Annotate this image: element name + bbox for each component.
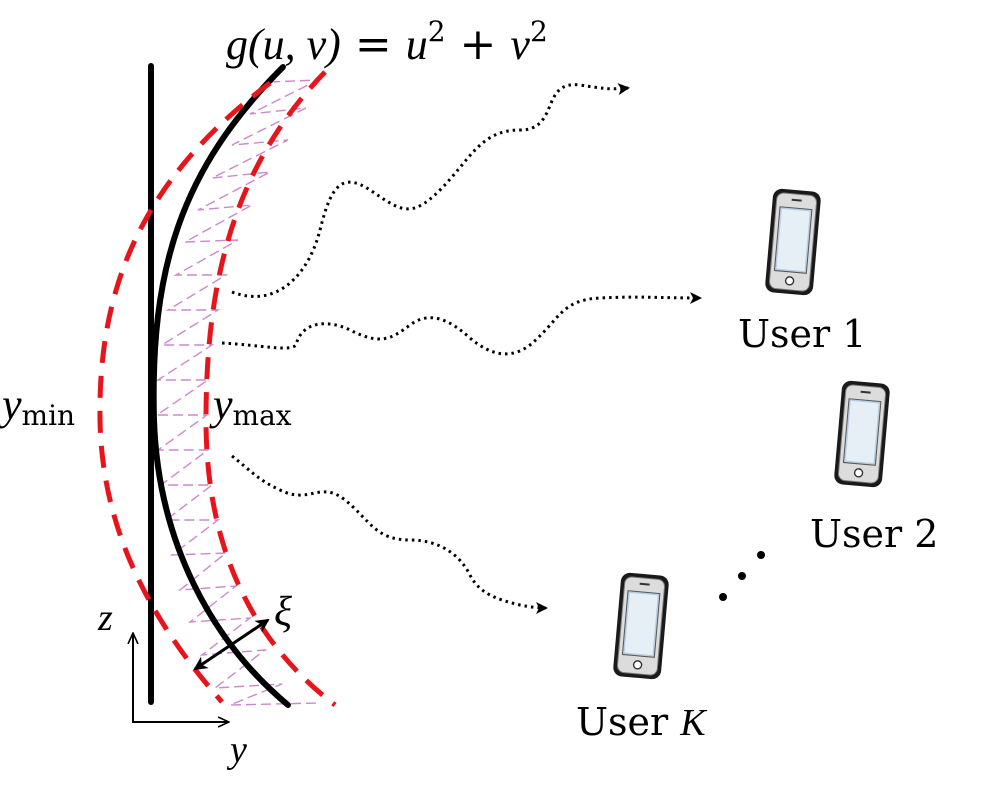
equation-term2-base: v <box>510 20 530 69</box>
ray-to-user-1 <box>221 291 702 356</box>
equation-lhs: g(u, v) <box>226 20 341 69</box>
equation-equals: = <box>354 19 392 70</box>
ray-to-user-k <box>231 454 548 614</box>
equation-term1-base: u <box>405 20 428 69</box>
user-k-id: K <box>680 702 706 744</box>
user-2-id: 2 <box>914 512 939 556</box>
y-min-base: y <box>2 380 22 429</box>
user-2-prefix: User <box>810 512 903 556</box>
equation-term2-exp: 2 <box>529 15 548 48</box>
user-1-id: 1 <box>842 312 867 356</box>
y-axis-label: y <box>230 729 247 771</box>
ray-to-space <box>231 83 630 298</box>
phone-icon-user-1 <box>765 188 821 296</box>
y-min-subscript: min <box>21 399 76 432</box>
xi-label: ξ <box>274 589 292 635</box>
equation-plus: + <box>459 19 497 70</box>
user-1-label: User 1 <box>738 312 866 356</box>
xi-thickness-arrow <box>193 618 270 671</box>
y-max-label: ymax <box>213 380 292 435</box>
surface-equation: g(u, v) = u2 + v2 <box>226 4 548 73</box>
ellipsis-dot <box>738 572 746 580</box>
ellipsis-dot <box>719 593 727 601</box>
phone-icon-user-2 <box>834 380 890 488</box>
user-1-prefix: User <box>738 312 831 356</box>
y-min-boundary <box>97 80 272 704</box>
y-max-subscript: max <box>232 399 292 432</box>
user-k-label: User K <box>576 700 706 745</box>
phone-icon-user-k <box>613 572 669 680</box>
y-max-base: y <box>213 380 233 429</box>
y-min-label: ymin <box>2 380 75 435</box>
user-2-label: User 2 <box>810 512 938 556</box>
equation-term1-exp: 2 <box>427 15 446 48</box>
z-axis-label: z <box>98 597 113 639</box>
ellipsis-dot <box>757 551 765 559</box>
user-k-prefix: User <box>576 700 669 744</box>
